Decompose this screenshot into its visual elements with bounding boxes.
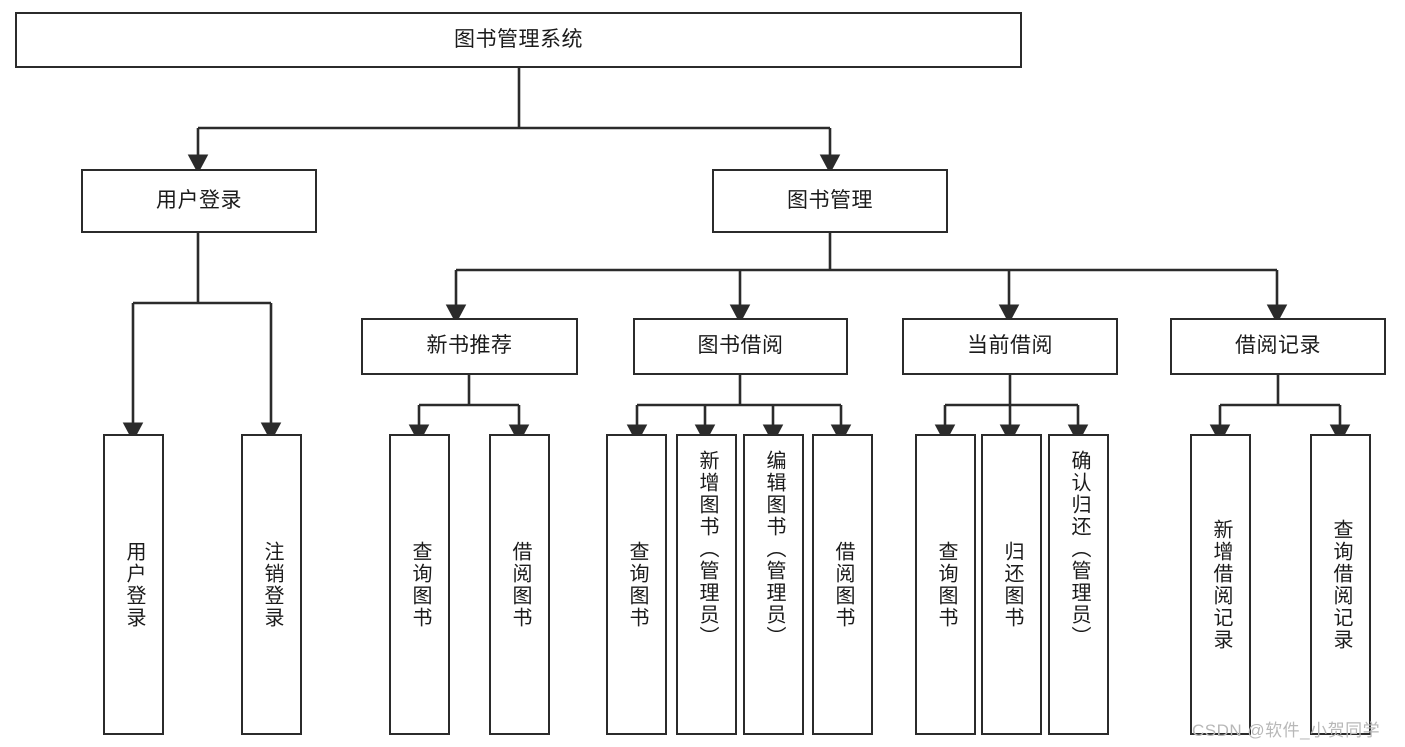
leaf-borrow-books[interactable]: 借阅图书 bbox=[812, 434, 873, 735]
connector-user-login-to-leaves bbox=[122, 233, 282, 442]
node-label: 注销登录 bbox=[261, 540, 283, 629]
node-current-borrow[interactable]: 当前借阅 bbox=[902, 318, 1118, 375]
leaf-user-login[interactable]: 用户登录 bbox=[103, 434, 164, 735]
node-label: 当前借阅 bbox=[967, 334, 1053, 358]
connector-book-borrow-to-leaves bbox=[626, 375, 852, 444]
node-label: 用户登录 bbox=[156, 188, 242, 212]
node-new-book-recommend[interactable]: 新书推荐 bbox=[361, 318, 578, 375]
node-label: 确认归还（管理员） bbox=[1068, 450, 1090, 648]
node-label: 图书借阅 bbox=[697, 334, 784, 358]
node-label: 新增图书（管理员） bbox=[696, 450, 718, 648]
node-label: 图书管理系统 bbox=[454, 27, 583, 51]
leaf-borrow-books-recommend[interactable]: 借阅图书 bbox=[489, 434, 550, 735]
leaf-query-books-current[interactable]: 查询图书 bbox=[915, 434, 976, 735]
node-label: 编辑图书（管理员） bbox=[763, 450, 785, 648]
node-label: 查询图书 bbox=[626, 540, 648, 629]
node-label: 借阅记录 bbox=[1235, 334, 1321, 358]
connector-book-manage-to-level3 bbox=[445, 233, 1288, 324]
node-label: 查询借阅记录 bbox=[1330, 518, 1352, 651]
leaf-add-borrow-record[interactable]: 新增借阅记录 bbox=[1190, 434, 1251, 735]
node-label: 用户登录 bbox=[123, 540, 145, 629]
connector-root-to-level2 bbox=[187, 68, 841, 174]
leaf-return-books[interactable]: 归还图书 bbox=[981, 434, 1042, 735]
node-label: 新增借阅记录 bbox=[1210, 518, 1232, 651]
node-label: 新书推荐 bbox=[426, 334, 513, 358]
node-borrow-record[interactable]: 借阅记录 bbox=[1170, 318, 1386, 375]
node-label: 归还图书 bbox=[1001, 540, 1023, 629]
node-label: 查询图书 bbox=[935, 540, 957, 629]
leaf-query-books-borrow[interactable]: 查询图书 bbox=[606, 434, 667, 735]
node-label: 借阅图书 bbox=[832, 540, 854, 629]
connector-borrow-record-to-leaves bbox=[1209, 375, 1351, 444]
node-book-management[interactable]: 图书管理 bbox=[712, 169, 948, 233]
node-book-borrow[interactable]: 图书借阅 bbox=[633, 318, 848, 375]
node-label: 查询图书 bbox=[409, 540, 431, 629]
connector-current-borrow-to-leaves bbox=[934, 375, 1089, 444]
watermark-csdn: CSDN @软件_小贺同学 bbox=[1192, 721, 1381, 740]
leaf-confirm-return-admin[interactable]: 确认归还（管理员） bbox=[1048, 434, 1109, 735]
node-label: 借阅图书 bbox=[509, 540, 531, 629]
node-root-book-management-system[interactable]: 图书管理系统 bbox=[15, 12, 1022, 68]
leaf-query-books-recommend[interactable]: 查询图书 bbox=[389, 434, 450, 735]
node-label: 图书管理 bbox=[787, 188, 873, 212]
leaf-query-borrow-record[interactable]: 查询借阅记录 bbox=[1310, 434, 1371, 735]
leaf-logout-login[interactable]: 注销登录 bbox=[241, 434, 302, 735]
node-user-login[interactable]: 用户登录 bbox=[81, 169, 317, 233]
leaf-add-book-admin[interactable]: 新增图书（管理员） bbox=[676, 434, 737, 735]
connector-new-book-recommend-to-leaves bbox=[408, 375, 530, 444]
leaf-edit-book-admin[interactable]: 编辑图书（管理员） bbox=[743, 434, 804, 735]
